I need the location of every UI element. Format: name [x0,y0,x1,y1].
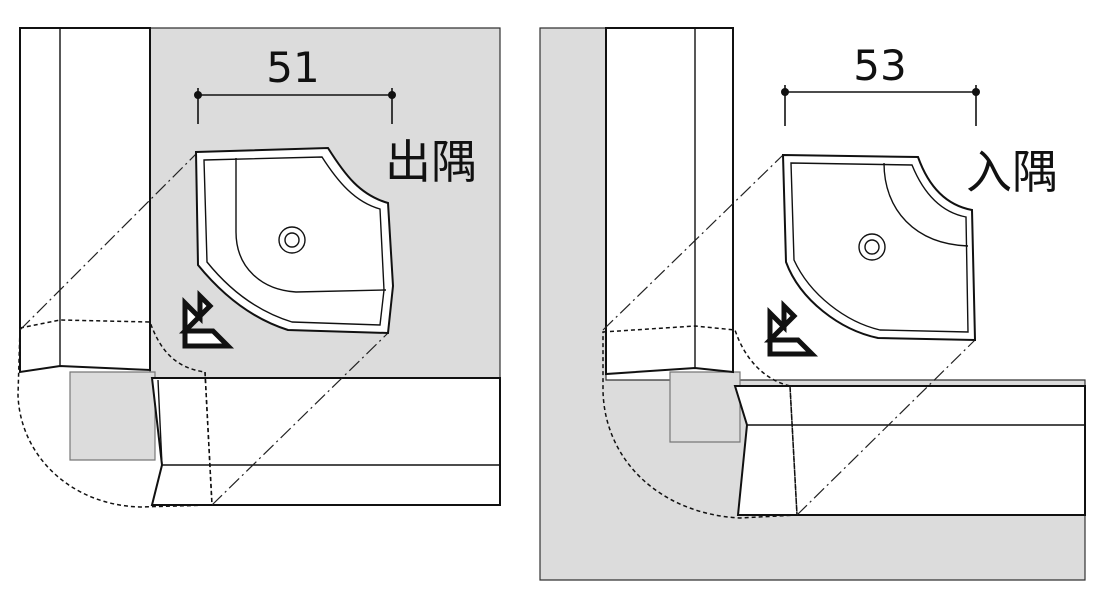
wall-return [69,371,156,461]
corner-piece-dashed-outline [17,319,213,508]
dimension-value-51: 51 [266,43,319,92]
outside-corner-panel: 51 出隅 [17,27,501,508]
outside-corner-label: 出隅 [385,135,477,189]
inside-corner-piece [781,153,977,342]
inside-corner-panel: 53 入隅 [539,27,1086,581]
projection-lines [602,154,976,516]
insert-direction-arrow-icon [178,289,235,349]
corner-piece-dashed-outline [602,325,798,519]
projection-lines [19,151,389,506]
wall-return [669,371,741,443]
insert-direction-arrow-icon [763,299,819,357]
outside-corner-piece [194,146,395,335]
dimension-line-53 [781,85,980,126]
vertical-trim [605,27,734,376]
dimension-value-53: 53 [853,41,906,90]
horizontal-trim [733,385,1086,516]
vertical-trim [19,27,151,374]
horizontal-trim [150,377,501,506]
dimension-line-51 [194,88,396,124]
inside-corner-label: 入隅 [966,145,1058,199]
